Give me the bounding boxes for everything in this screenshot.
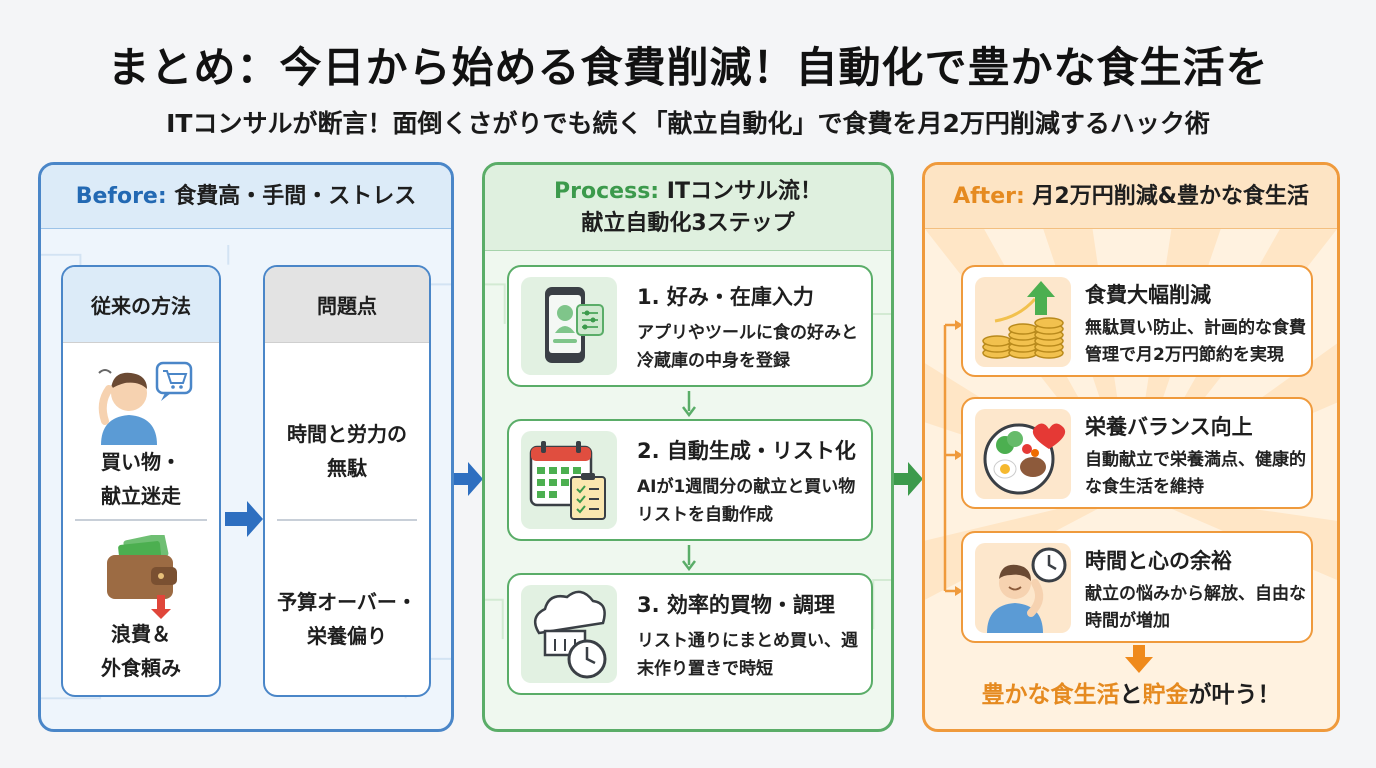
closing-savings: 貯金 bbox=[1142, 682, 1189, 708]
before-to-process-arrow-icon bbox=[454, 462, 483, 496]
page-title: まとめ：今日から始める食費削減！自動化で豊かな食生活を bbox=[107, 43, 1269, 92]
step-icon-box bbox=[521, 277, 617, 375]
closing-rich-diet: 豊かな食生活 bbox=[981, 682, 1120, 708]
process-panel-header: Process: ITコンサル流！ 献立自動化3ステップ bbox=[485, 165, 891, 251]
after-2-title: 栄養バランス向上 bbox=[1085, 415, 1253, 439]
step-icon-box bbox=[521, 585, 617, 683]
after-icon-box bbox=[975, 409, 1071, 499]
after-1-description: 無駄買い防止、計画的な食費管理で月2万円節約を実現 bbox=[1085, 318, 1306, 365]
down-arrow-icon bbox=[1125, 645, 1153, 673]
problems-column: 問題点 時間と労力の 無駄 予算オーバー・ 栄養偏り bbox=[263, 265, 431, 697]
closing-statement: 豊かな食生活と貯金が叶う！ bbox=[925, 675, 1337, 709]
relaxed-person-clock-icon bbox=[987, 547, 1067, 633]
waste-eating-out-text: 浪費＆ 外食頼み bbox=[101, 622, 181, 680]
after-panel: After: 月2万円削減&豊かな食生活 食費大幅削減 無駄買い防止、計画的な食… bbox=[922, 162, 1340, 732]
before-panel: Before: 食費高・手間・ストレス 従来の方法 買い物・ 献立迷走 浪費＆ … bbox=[38, 162, 454, 732]
down-arrow-icon bbox=[682, 391, 696, 417]
conventional-method-header: 従来の方法 bbox=[63, 267, 219, 343]
coins-growth-icon bbox=[982, 281, 1064, 359]
after-2-description: 自動献立で栄養満点、健康的な食生活を維持 bbox=[1085, 450, 1306, 497]
step-3-description: リスト通りにまとめ買い、週末作り置きで時短 bbox=[637, 631, 858, 679]
down-arrow-icon bbox=[682, 545, 696, 571]
before-panel-header: Before: 食費高・手間・ストレス bbox=[41, 165, 451, 229]
confused-person-cart-icon bbox=[98, 361, 193, 445]
step-2-description: AIが1週間分の献立と買い物リストを自動作成 bbox=[637, 477, 856, 525]
process-header-text1: ITコンサル流！ bbox=[659, 178, 822, 204]
closing-and: と bbox=[1119, 682, 1143, 708]
calendar-checklist-icon bbox=[529, 441, 606, 520]
after-panel-header: After: 月2万円削減&豊かな食生活 bbox=[925, 165, 1337, 229]
after-card-3: 時間と心の余裕 献立の悩みから解放、自由な時間が増加 bbox=[961, 531, 1313, 643]
before-label: Before: bbox=[75, 183, 167, 209]
branch-connector-icon bbox=[943, 320, 963, 596]
smartphone-icon bbox=[545, 287, 604, 363]
after-header-text: 月2万円削減&豊かな食生活 bbox=[1024, 183, 1309, 209]
healthy-plate-icon bbox=[983, 423, 1066, 495]
step-card-2: 2. 自動生成・リスト化 AIが1週間分の献立と買い物リストを自動作成 bbox=[507, 419, 873, 541]
closing-comes-true: が叶う！ bbox=[1188, 682, 1281, 708]
step-3-title: 3. 効率的買物・調理 bbox=[637, 593, 835, 617]
process-panel: Process: ITコンサル流！ 献立自動化3ステップ 1. 好み・在庫入力 … bbox=[482, 162, 894, 732]
process-label: Process: bbox=[554, 178, 660, 204]
step-card-3: 3. 効率的買物・調理 リスト通りにまとめ買い、週末作り置きで時短 bbox=[507, 573, 873, 695]
shopping-menu-wandering-text: 買い物・ 献立迷走 bbox=[101, 450, 181, 508]
after-1-title: 食費大幅削減 bbox=[1085, 283, 1211, 307]
time-labor-waste-text: 時間と労力の 無駄 bbox=[287, 422, 407, 480]
after-label: After: bbox=[953, 183, 1025, 209]
step-icon-box bbox=[521, 431, 617, 529]
page-subtitle: ITコンサルが断言！面倒くさがりでも続く「献立自動化」で食費を月2万円削減するハ… bbox=[166, 109, 1210, 138]
step-card-1: 1. 好み・在庫入力 アプリやツールに食の好みと冷蔵庫の中身を登録 bbox=[507, 265, 873, 387]
after-card-2: 栄養バランス向上 自動献立で栄養満点、健康的な食生活を維持 bbox=[961, 397, 1313, 509]
after-card-1: 食費大幅削減 無駄買い防止、計画的な食費管理で月2万円節約を実現 bbox=[961, 265, 1313, 377]
column-divider bbox=[277, 519, 417, 521]
after-3-title: 時間と心の余裕 bbox=[1085, 549, 1232, 573]
step-1-title: 1. 好み・在庫入力 bbox=[637, 285, 814, 309]
after-icon-box bbox=[975, 277, 1071, 367]
budget-nutrition-text: 予算オーバー・ 栄養偏り bbox=[277, 590, 417, 648]
right-arrow-icon bbox=[225, 501, 263, 537]
after-3-description: 献立の悩みから解放、自由な時間が増加 bbox=[1085, 584, 1306, 631]
after-icon-box bbox=[975, 543, 1071, 633]
before-header-text: 食費高・手間・ストレス bbox=[166, 183, 417, 209]
step-1-description: アプリやツールに食の好みと冷蔵庫の中身を登録 bbox=[637, 323, 858, 371]
step-2-title: 2. 自動生成・リスト化 bbox=[637, 439, 856, 463]
conventional-method-column: 従来の方法 買い物・ 献立迷走 浪費＆ 外食頼み bbox=[61, 265, 221, 697]
process-header-text2: 献立自動化3ステップ bbox=[581, 210, 795, 236]
wallet-money-icon bbox=[107, 535, 177, 619]
problems-header: 問題点 bbox=[265, 267, 429, 343]
chef-hat-clock-icon bbox=[533, 590, 607, 679]
process-to-after-arrow-icon bbox=[894, 462, 923, 496]
column-divider bbox=[75, 519, 207, 521]
